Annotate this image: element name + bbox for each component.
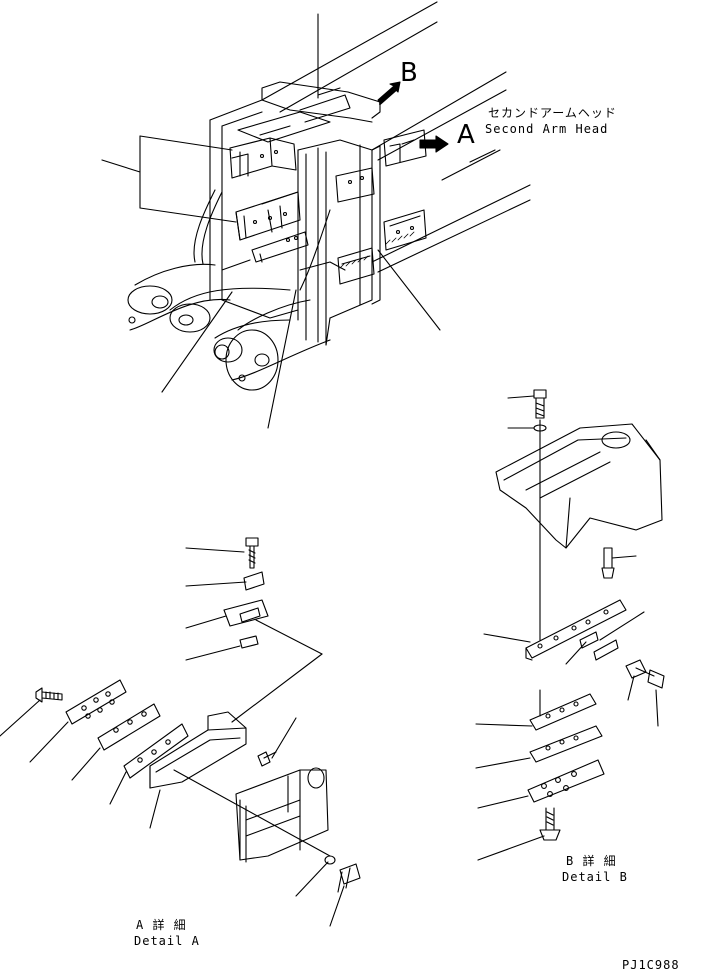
second-arm-head-jp-label: セカンドアームヘッド bbox=[488, 106, 617, 120]
main-assembly bbox=[101, 1, 531, 429]
detail-b-en-label: Detail B bbox=[562, 870, 628, 884]
detail-b-jp-label: B 詳 細 bbox=[566, 854, 617, 868]
view-arrows bbox=[377, 81, 449, 153]
detail-a bbox=[0, 537, 361, 927]
view-b-label: B bbox=[400, 58, 418, 88]
detail-b bbox=[475, 389, 665, 861]
detail-a-en-label: Detail A bbox=[134, 934, 200, 948]
view-a-label: A bbox=[457, 120, 475, 150]
drawing-code: PJ1C988 bbox=[622, 958, 680, 972]
detail-a-jp-label: A 詳 細 bbox=[136, 918, 187, 932]
second-arm-head-en-label: Second Arm Head bbox=[485, 122, 609, 136]
